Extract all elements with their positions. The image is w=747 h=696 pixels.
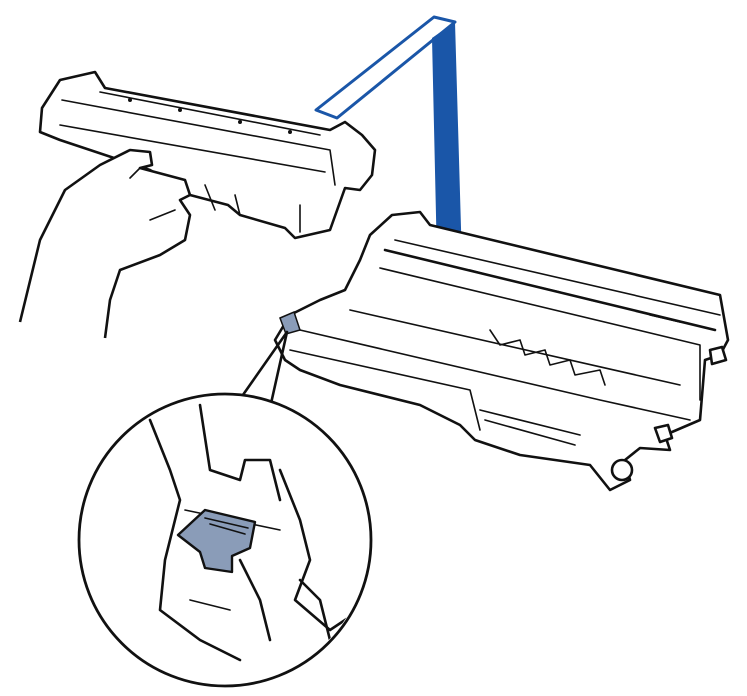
arrow-shaft <box>421 22 476 326</box>
insert-arrow <box>314 15 476 326</box>
toner-cartridge <box>38 70 377 240</box>
magnified-detail <box>77 392 373 688</box>
drum-unit <box>273 210 730 492</box>
hand <box>18 148 192 339</box>
callout-lines <box>236 330 289 410</box>
